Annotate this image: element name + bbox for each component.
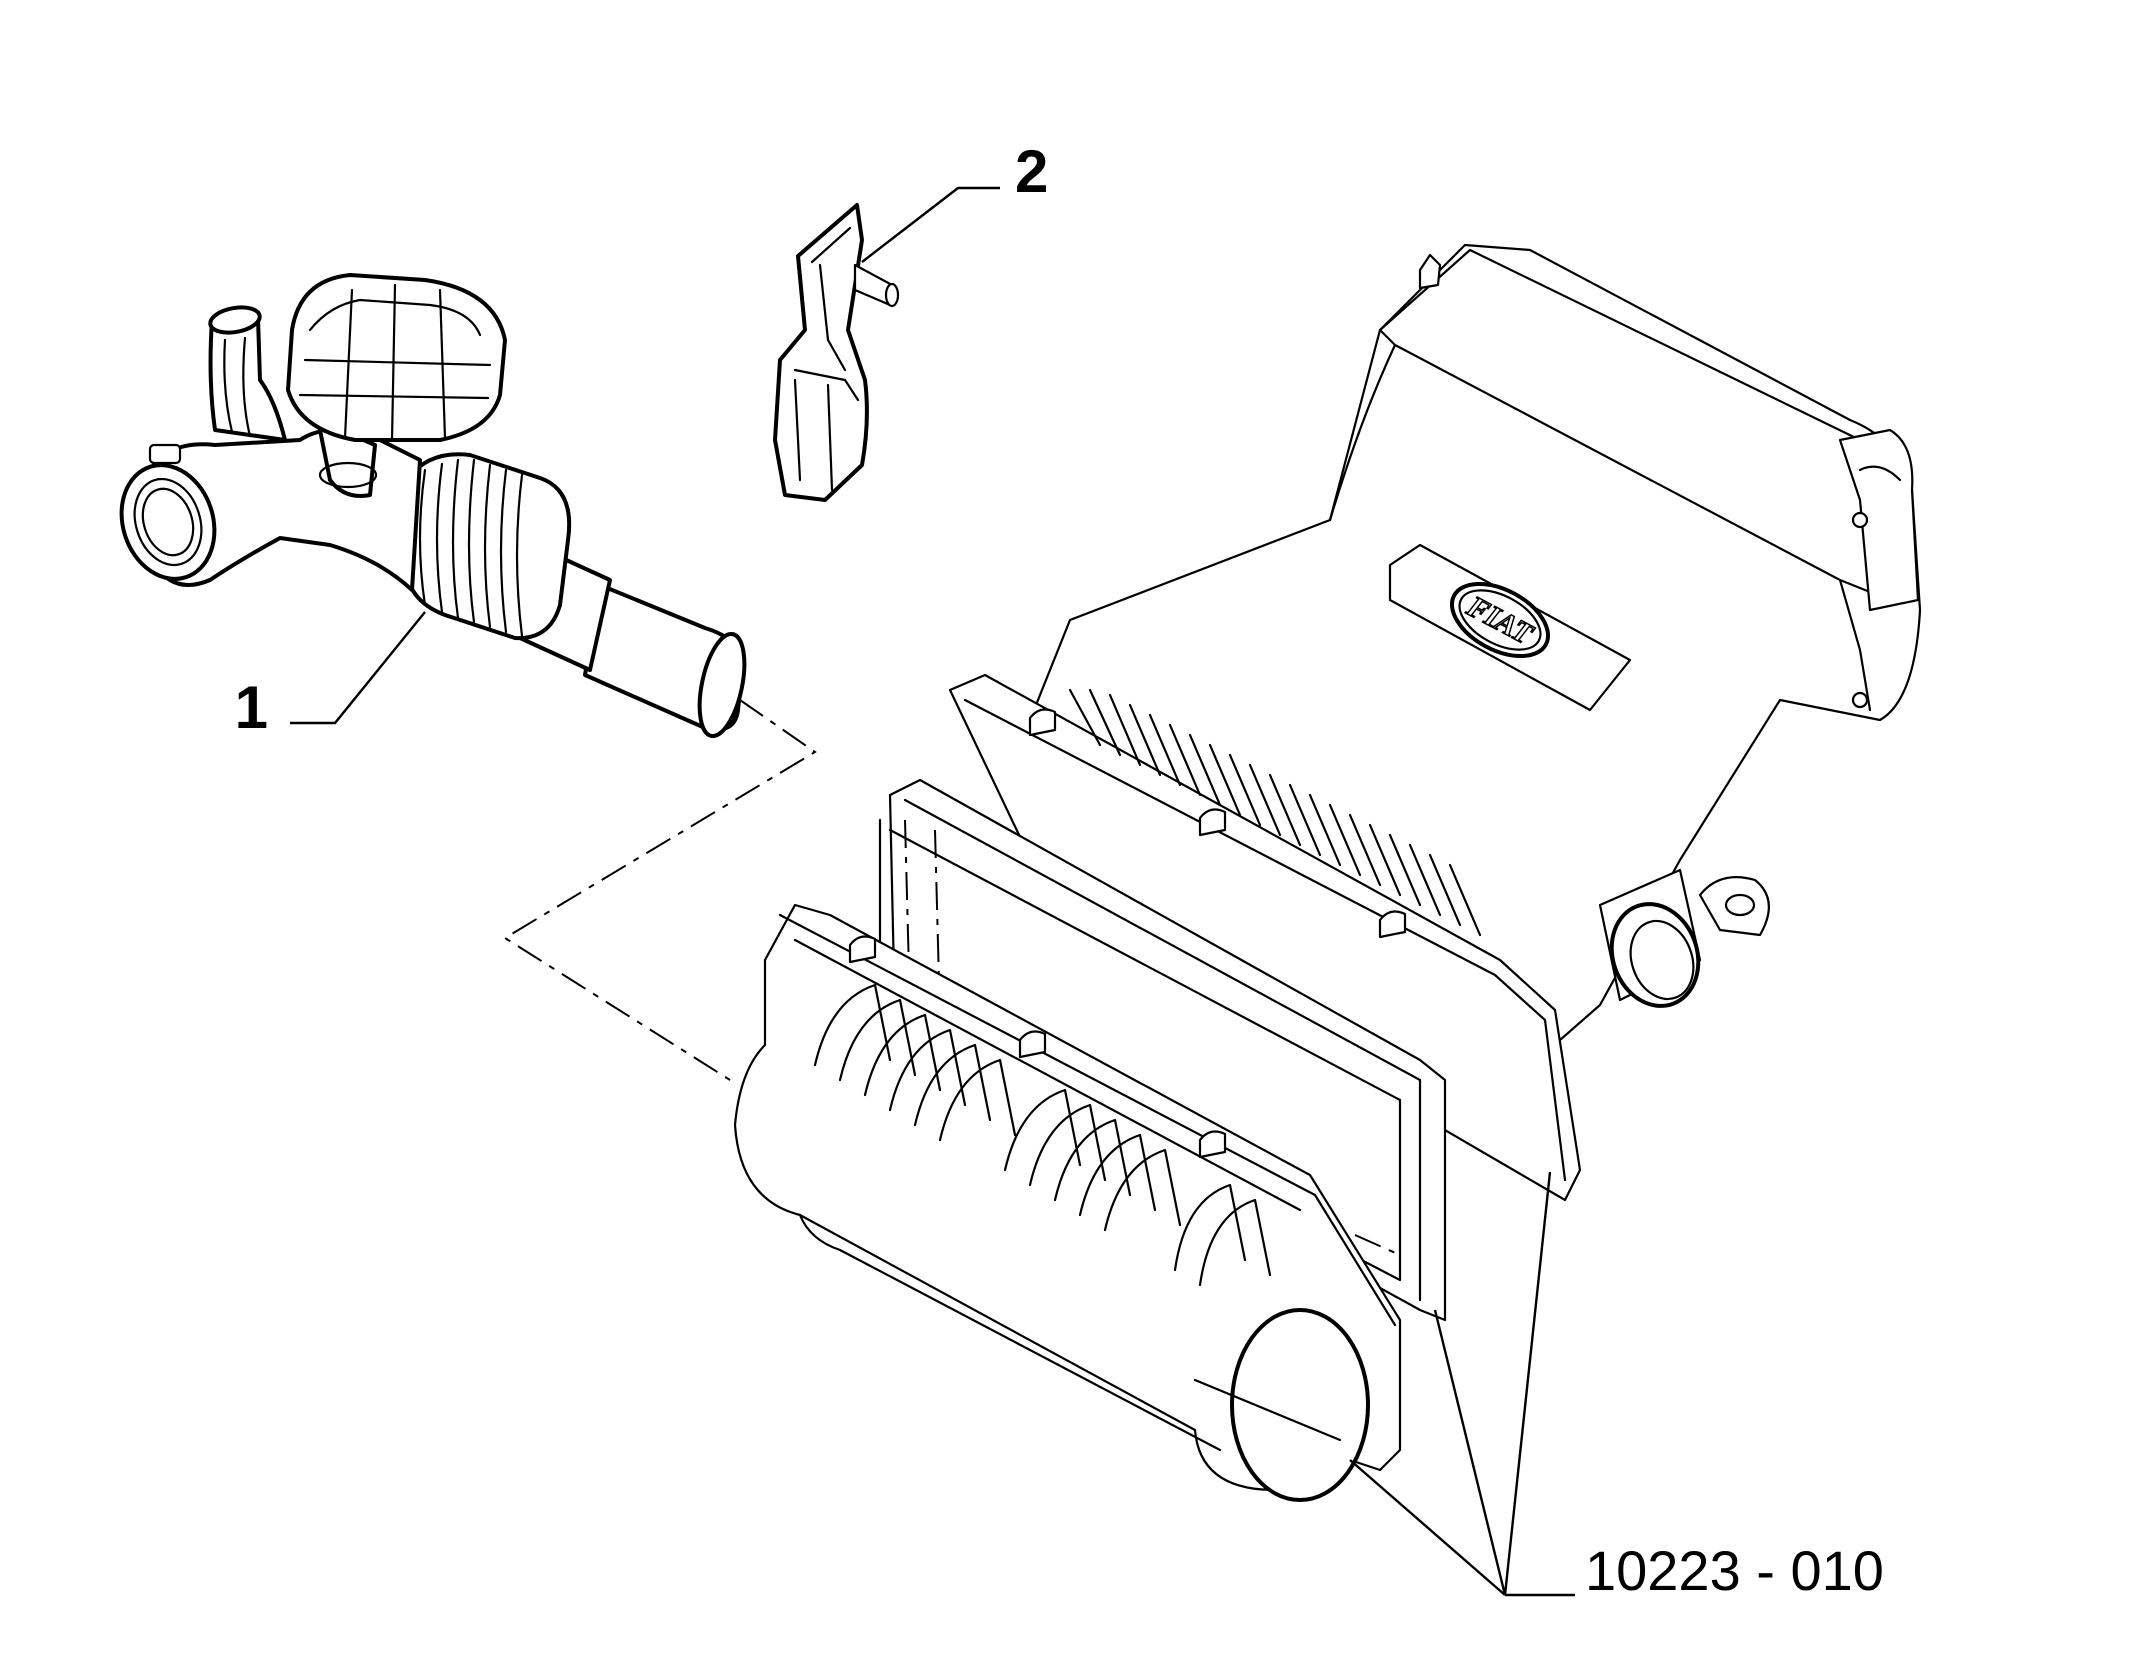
air-filter-housing-assembly[interactable]: FIAT <box>733 243 1922 1502</box>
bracket-body <box>773 203 869 502</box>
duct-resonator <box>286 273 507 442</box>
part-2-bracket[interactable] <box>773 203 900 502</box>
callout-1: 1 <box>235 611 426 741</box>
part-1-intake-duct[interactable] <box>107 273 752 740</box>
callout-2-label: 2 <box>1015 138 1048 205</box>
reference-code: 10223 - 010 <box>1349 1171 1884 1602</box>
assembly-dashline <box>503 699 817 1081</box>
callout-1-label: 1 <box>235 674 268 741</box>
callout-2: 2 <box>861 138 1048 263</box>
lower-housing-ribs <box>813 983 1272 1287</box>
housing-ribs <box>1068 688 1482 937</box>
reference-code-label: 10223 - 010 <box>1585 1539 1884 1602</box>
